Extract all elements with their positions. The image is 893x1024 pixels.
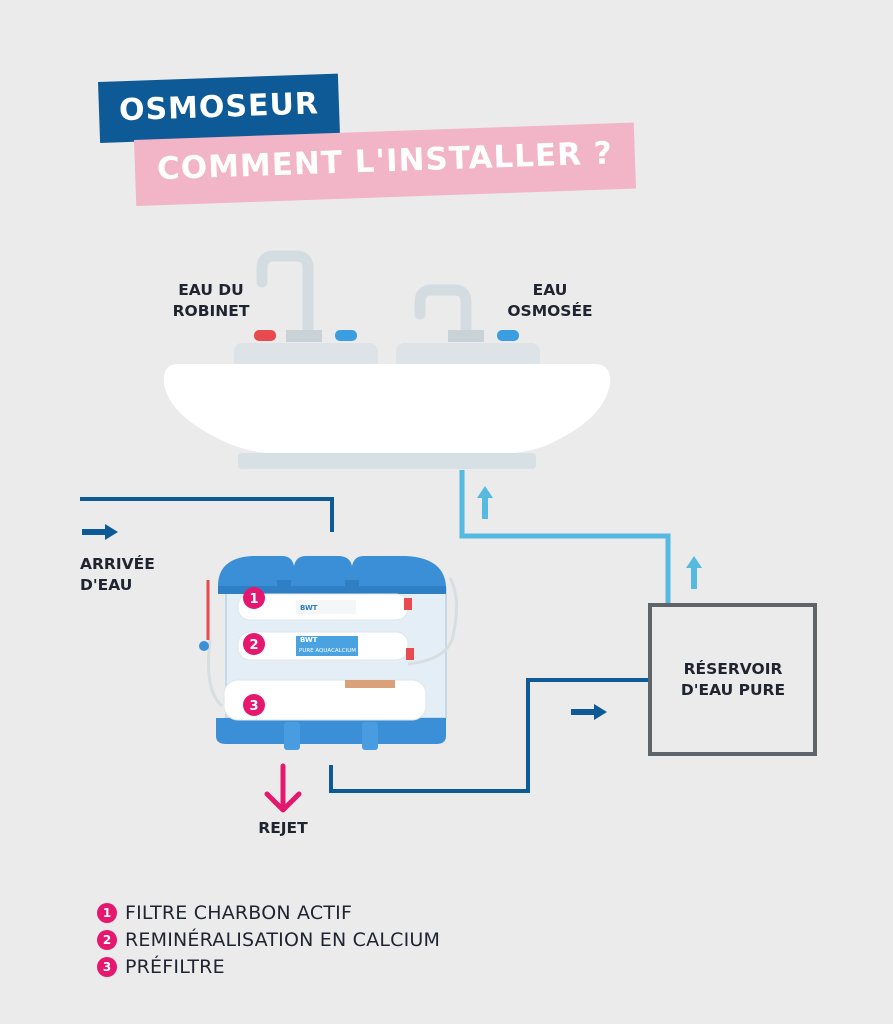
right-arrow-icon [571, 704, 607, 720]
osmosis-knob [497, 330, 519, 341]
tap-water-faucet [234, 250, 378, 364]
water-inlet-label-line2: D'EAU [80, 576, 133, 594]
right-arrow-icon [82, 524, 118, 540]
legend-item: 3 PRÉFILTRE [97, 953, 440, 980]
legend-number-badge: 2 [97, 929, 117, 950]
osmoseur-to-reservoir-pipe [329, 678, 650, 793]
reservoir-label: RÉSERVOIR D'EAU PURE [665, 659, 801, 701]
tap-water-label-line1: EAU DU [178, 281, 244, 299]
legend-item: 1 FILTRE CHARBON ACTIF [97, 899, 440, 926]
tap-water-label: EAU DU ROBINET [167, 280, 255, 322]
tap-water-label-line2: ROBINET [172, 302, 250, 320]
filter-badge-2: 2 [249, 638, 258, 653]
osmosis-water-label-line1: EAU [532, 281, 568, 299]
reservoir-box [648, 603, 817, 756]
up-arrow-icon [477, 486, 493, 519]
up-arrow-icon [686, 556, 702, 589]
reject-label: REJET [258, 819, 308, 837]
osmosis-water-label: EAU OSMOSÉE [497, 280, 603, 322]
legend-text: REMINÉRALISATION EN CALCIUM [125, 928, 441, 951]
brand-label-2: BWT [300, 636, 318, 644]
legend-number-badge: 3 [97, 956, 117, 977]
filter2-label: PURE AQUACALCIUM [299, 648, 356, 654]
water-inlet-label: ARRIVÉE D'EAU [80, 554, 155, 596]
osmosis-water-label-line2: OSMOSÉE [507, 302, 593, 320]
water-inlet-pipe [80, 497, 334, 532]
legend-item: 2 REMINÉRALISATION EN CALCIUM [97, 926, 440, 953]
osmoseur-unit: 1 2 3 BWT BWT PURE AQUACALCIUM [199, 556, 459, 750]
osmosis-water-faucet [396, 284, 540, 364]
legend-text: PRÉFILTRE [125, 955, 225, 978]
legend-text: FILTRE CHARBON ACTIF [125, 901, 353, 924]
filter-badge-1: 1 [249, 592, 258, 607]
sink [163, 364, 611, 469]
filter-badge-3: 3 [249, 699, 258, 714]
reservoir-label-line1: RÉSERVOIR [683, 660, 783, 678]
cold-water-knob [335, 330, 357, 341]
filter-legend: 1 FILTRE CHARBON ACTIF 2 REMINÉRALISATIO… [97, 899, 440, 980]
pure-water-pipe [459, 470, 671, 604]
reject-arrow-icon [264, 763, 302, 813]
page-title: OSMOSEUR [98, 73, 341, 143]
water-inlet-label-line1: ARRIVÉE [80, 555, 155, 573]
brand-label-1: BWT [300, 604, 318, 612]
reservoir-label-line2: D'EAU PURE [680, 681, 786, 699]
hot-water-knob [254, 330, 276, 341]
legend-number-badge: 1 [97, 902, 117, 923]
